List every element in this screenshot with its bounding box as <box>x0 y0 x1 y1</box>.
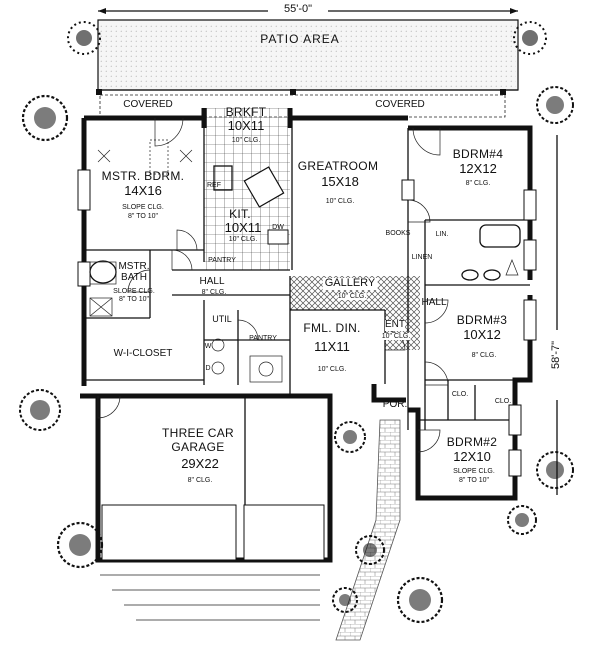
hall-right-name: HALL <box>421 297 447 308</box>
exterior-walls <box>80 108 533 563</box>
utility-name: UTIL <box>212 314 232 324</box>
pantry-name: PANTRY <box>249 335 277 342</box>
garage-size: 29X22 <box>181 456 219 471</box>
kitchen-name: KIT. <box>229 207 251 221</box>
gallery-floor <box>290 276 420 350</box>
patio-label: PATIO AREA <box>260 32 340 46</box>
bedroom2-name: BDRM#2 <box>446 435 498 449</box>
pantry-kitchen-label: PANTRY <box>208 257 236 264</box>
breakfast-size: 10X11 <box>227 118 265 133</box>
gallery-note: 10" CLG. <box>337 293 367 301</box>
lin-label: LIN. <box>435 231 449 238</box>
bedroom3-note: 8" CLG. <box>471 352 497 359</box>
master-bath-name2: BATH <box>121 272 147 283</box>
family-dining-size: 11X11 <box>314 339 350 354</box>
width-dimension-line <box>98 8 518 14</box>
dw-label: DW <box>272 224 284 231</box>
patio-area <box>96 19 519 95</box>
entry-name: ENT <box>385 319 405 331</box>
greatroom-name: GREATROOM <box>297 159 379 173</box>
clo1-label: CLO. <box>451 391 469 398</box>
bedroom3-name: BDRM#3 <box>456 313 508 327</box>
garage-name1: THREE CAR <box>161 426 235 440</box>
hall-center-note: 8" CLG. <box>201 289 227 296</box>
overall-depth-label: 58'-7" <box>550 340 563 370</box>
garage-doors <box>101 504 325 561</box>
garage-name2: GARAGE <box>171 440 225 454</box>
covered-left-label: COVERED <box>123 99 173 110</box>
fixtures <box>89 139 521 383</box>
covered-porch <box>99 94 506 118</box>
bedroom2-size: 12X10 <box>453 449 491 464</box>
kitchen-size: 10X11 <box>224 220 262 235</box>
master-bath-note2: 8" TO 10" <box>118 296 150 303</box>
walkway <box>100 419 401 641</box>
shrubs <box>19 21 574 624</box>
master-bedroom-note1: SLOPE CLG. <box>122 204 164 211</box>
bedroom4-size: 12X12 <box>459 161 497 176</box>
greatroom-size: 15X18 <box>321 174 359 189</box>
hall-center-name: HALL <box>199 276 225 287</box>
entry-note: 10" CLG. <box>381 333 411 341</box>
family-dining-note: 10" CLG. <box>317 366 347 373</box>
master-bedroom-note2: 8" TO 10" <box>127 213 159 220</box>
garage-note: 8" CLG. <box>187 477 213 484</box>
master-bedroom-size: 14X16 <box>124 183 162 198</box>
master-bath-name1: MSTR. <box>118 261 150 272</box>
washer-label: W <box>204 343 212 350</box>
windows <box>77 169 537 477</box>
family-dining-name: FML. DIN. <box>303 321 361 335</box>
breakfast-name: BRKFT <box>225 105 267 119</box>
walk-in-closet-name: W-I-CLOSET <box>113 348 173 359</box>
dryer-label: D <box>205 365 211 372</box>
books-label: BOOKS <box>385 230 411 237</box>
covered-right-label: COVERED <box>375 99 425 110</box>
greatroom-note: 10" CLG. <box>325 198 355 205</box>
linen-label: LINEN <box>411 254 433 261</box>
clo2-label: CLO. <box>494 398 512 405</box>
master-bedroom-name: MSTR. BDRM. <box>101 169 185 183</box>
bedroom2-note2: 8" TO 10" <box>458 477 490 484</box>
gallery-name: GALLERY <box>322 277 378 290</box>
overall-width-label: 55'-0" <box>283 3 313 15</box>
bedroom2-note1: SLOPE CLG. <box>453 468 495 475</box>
bedroom4-name: BDRM#4 <box>452 147 504 161</box>
breakfast-note: 10" CLG. <box>231 137 261 144</box>
kitchen-note: 10" CLG. <box>228 236 258 243</box>
bedroom3-size: 10X12 <box>463 327 501 342</box>
porch-name: POR. <box>382 399 408 410</box>
master-bath-note1: SLOPE CLG. <box>113 288 155 295</box>
bedroom4-note: 8" CLG. <box>465 180 491 187</box>
ref-label: REF <box>207 182 221 189</box>
doors <box>97 117 449 453</box>
